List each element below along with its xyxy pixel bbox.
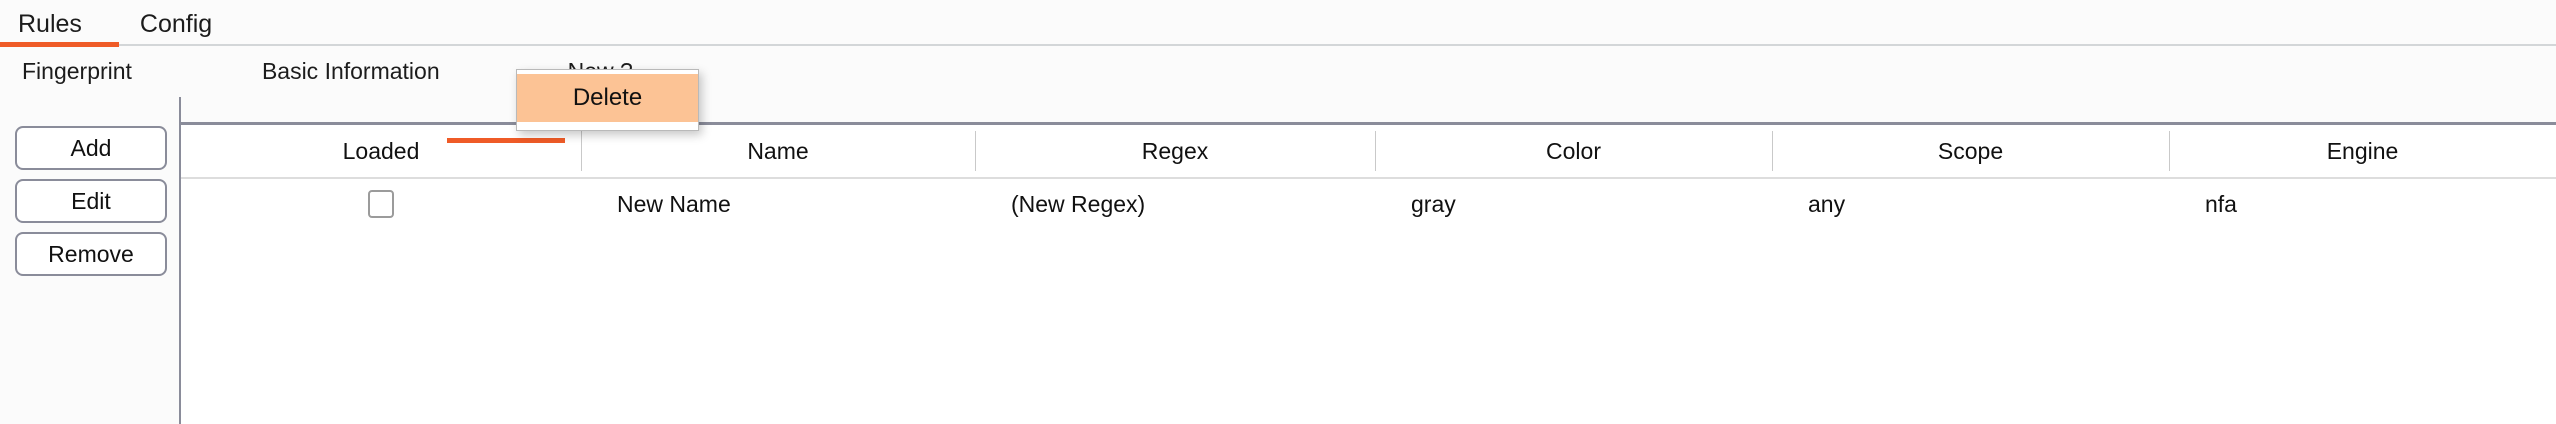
tab-config[interactable]: Config: [139, 10, 213, 38]
column-header-scope[interactable]: Scope: [1772, 125, 2169, 177]
cell-name: New Name: [617, 191, 731, 217]
add-button[interactable]: Add: [15, 126, 167, 170]
edit-button[interactable]: Edit: [15, 179, 167, 223]
secondary-tab-bar: Fingerprint Basic Information New ?: [0, 48, 2556, 143]
column-header-color[interactable]: Color: [1375, 125, 1772, 177]
tab-basic-information[interactable]: Basic Information: [261, 58, 440, 84]
cell-color: gray: [1411, 191, 1456, 217]
rules-table: Loaded Name Regex Color Scope Engine New…: [181, 122, 2556, 424]
table-row[interactable]: New Name (New Regex) gray any nfa: [181, 179, 2556, 229]
cell-engine: nfa: [2205, 191, 2237, 217]
table-header-row: Loaded Name Regex Color Scope Engine: [181, 125, 2556, 179]
remove-button[interactable]: Remove: [15, 232, 167, 276]
cell-scope: any: [1808, 191, 1846, 217]
context-menu: Delete: [516, 69, 699, 131]
table-body: New Name (New Regex) gray any nfa: [181, 179, 2556, 229]
primary-tab-list: Rules Config: [0, 0, 2556, 48]
secondary-tab-active-indicator: [447, 138, 565, 143]
panel-vertical-divider: [179, 97, 181, 424]
column-header-engine[interactable]: Engine: [2169, 125, 2556, 177]
cell-regex: (New Regex): [1011, 191, 1146, 217]
context-menu-item-delete[interactable]: Delete: [517, 74, 698, 122]
action-button-column: Add Edit Remove: [0, 97, 181, 424]
primary-tab-active-indicator: [0, 42, 119, 47]
column-header-name[interactable]: Name: [581, 125, 975, 177]
primary-tab-bar-divider: [0, 44, 2556, 46]
content-area: Add Edit Remove Loaded Name Regex Color …: [0, 97, 2556, 424]
primary-tab-bar: Rules Config: [0, 0, 2556, 48]
secondary-tab-list: Fingerprint Basic Information New ?: [0, 48, 2556, 94]
tab-rules[interactable]: Rules: [18, 10, 82, 38]
cell-loaded[interactable]: [181, 190, 581, 218]
tab-fingerprint[interactable]: Fingerprint: [22, 58, 132, 84]
loaded-checkbox[interactable]: [368, 190, 394, 218]
column-header-loaded[interactable]: Loaded: [342, 138, 420, 164]
column-header-regex[interactable]: Regex: [975, 125, 1375, 177]
